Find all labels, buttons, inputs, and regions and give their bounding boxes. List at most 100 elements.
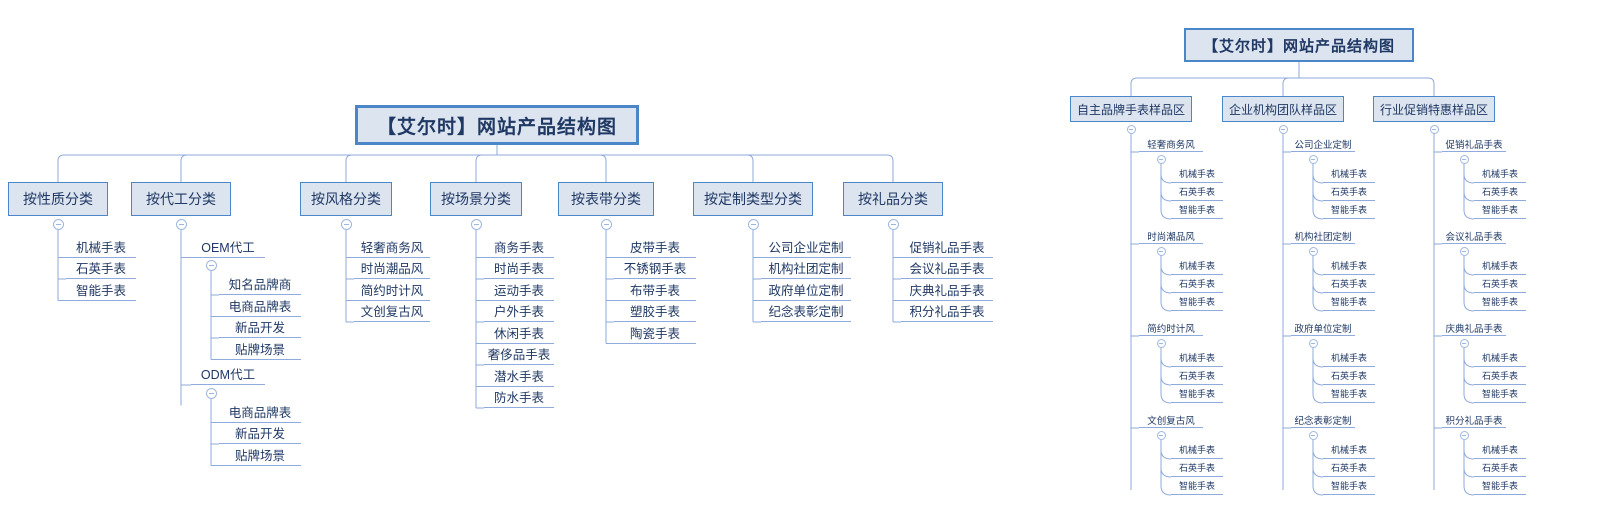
collapse-toggle-icon[interactable] <box>1126 124 1136 134</box>
subgroup-label[interactable]: 会议礼品手表 <box>1442 228 1506 244</box>
collapse-toggle-icon[interactable] <box>747 218 759 230</box>
collapse-toggle-icon[interactable] <box>1459 338 1469 348</box>
subgroup-label[interactable]: 促销礼品手表 <box>1442 136 1506 152</box>
leaf-item[interactable]: 纪念表彰定制 <box>761 301 851 322</box>
leaf-item[interactable]: 石英手表 <box>1474 459 1526 477</box>
leaf-item[interactable]: 智能手表 <box>1474 477 1526 495</box>
root-title-box-right[interactable]: 【艾尔时】网站产品结构图 <box>1184 28 1414 62</box>
subgroup-label[interactable]: 时尚潮品风 <box>1139 228 1203 244</box>
leaf-item[interactable]: 机械手表 <box>1474 257 1526 275</box>
leaf-item[interactable]: 贴牌场景 <box>219 338 301 360</box>
leaf-item[interactable]: 机械手表 <box>1474 349 1526 367</box>
leaf-item[interactable]: 机械手表 <box>1323 165 1375 183</box>
branch-box-3[interactable]: 按场景分类 <box>430 182 522 216</box>
leaf-item[interactable]: 塑胶手表 <box>614 301 696 322</box>
subgroup-label[interactable]: 简约时计风 <box>1139 320 1203 336</box>
leaf-item[interactable]: 石英手表 <box>1171 367 1223 385</box>
leaf-item[interactable]: 促销礼品手表 <box>901 236 993 258</box>
leaf-item[interactable]: 机械手表 <box>66 236 136 258</box>
collapse-toggle-icon[interactable] <box>1308 154 1318 164</box>
collapse-toggle-icon[interactable] <box>887 218 899 230</box>
leaf-item[interactable]: 石英手表 <box>1323 183 1375 201</box>
leaf-item[interactable]: 公司企业定制 <box>761 236 851 258</box>
leaf-item[interactable]: 机械手表 <box>1474 165 1526 183</box>
leaf-item[interactable]: 户外手表 <box>484 301 554 322</box>
leaf-item[interactable]: 休闲手表 <box>484 322 554 344</box>
collapse-toggle-icon[interactable] <box>1459 246 1469 256</box>
leaf-item[interactable]: 积分礼品手表 <box>901 301 993 322</box>
leaf-item[interactable]: 智能手表 <box>66 279 136 301</box>
leaf-item[interactable]: 智能手表 <box>1171 385 1223 403</box>
leaf-item[interactable]: 机械手表 <box>1474 441 1526 459</box>
leaf-item[interactable]: 贴牌场景 <box>219 444 301 466</box>
branch-box-6[interactable]: 按礼品分类 <box>843 182 943 216</box>
region-box-0[interactable]: 自主品牌手表样品区 <box>1070 96 1192 122</box>
leaf-item[interactable]: 简约时计风 <box>354 279 430 301</box>
leaf-item[interactable]: 机械手表 <box>1171 257 1223 275</box>
leaf-item[interactable]: 石英手表 <box>1323 367 1375 385</box>
collapse-toggle-icon[interactable] <box>205 387 217 399</box>
collapse-toggle-icon[interactable] <box>340 218 352 230</box>
leaf-item[interactable]: 时尚手表 <box>484 258 554 279</box>
leaf-item[interactable]: 石英手表 <box>66 258 136 279</box>
leaf-item[interactable]: 智能手表 <box>1323 201 1375 219</box>
leaf-item[interactable]: 机构社团定制 <box>761 258 851 279</box>
leaf-item[interactable]: 潜水手表 <box>484 365 554 387</box>
leaf-item[interactable]: 防水手表 <box>484 387 554 408</box>
subgroup-label[interactable]: 积分礼品手表 <box>1442 412 1506 428</box>
branch-box-0[interactable]: 按性质分类 <box>8 182 108 216</box>
leaf-item[interactable]: 石英手表 <box>1474 367 1526 385</box>
leaf-item[interactable]: 庆典礼品手表 <box>901 279 993 301</box>
branch-box-5[interactable]: 按定制类型分类 <box>693 182 813 216</box>
leaf-item[interactable]: 智能手表 <box>1474 385 1526 403</box>
subgroup-label[interactable]: 公司企业定制 <box>1291 136 1355 152</box>
leaf-item[interactable]: 不锈钢手表 <box>614 258 696 279</box>
region-box-2[interactable]: 行业促销特惠样品区 <box>1373 96 1495 122</box>
leaf-item[interactable]: 奢侈品手表 <box>484 344 554 365</box>
subgroup-label[interactable]: 政府单位定制 <box>1291 320 1355 336</box>
leaf-item[interactable]: 机械手表 <box>1323 257 1375 275</box>
leaf-item[interactable]: 皮带手表 <box>614 236 696 258</box>
subgroup-label[interactable]: 机构社团定制 <box>1291 228 1355 244</box>
collapse-toggle-icon[interactable] <box>1156 246 1166 256</box>
group-label-1[interactable]: ODM代工 <box>191 364 265 385</box>
collapse-toggle-icon[interactable] <box>1278 124 1288 134</box>
leaf-item[interactable]: 机械手表 <box>1323 349 1375 367</box>
leaf-item[interactable]: 石英手表 <box>1171 183 1223 201</box>
leaf-item[interactable]: 时尚潮品风 <box>354 258 430 279</box>
collapse-toggle-icon[interactable] <box>175 218 187 230</box>
root-title-box[interactable]: 【艾尔时】网站产品结构图 <box>355 105 639 145</box>
leaf-item[interactable]: 机械手表 <box>1171 165 1223 183</box>
subgroup-label[interactable]: 纪念表彰定制 <box>1291 412 1355 428</box>
collapse-toggle-icon[interactable] <box>600 218 612 230</box>
leaf-item[interactable]: 电商品牌表 <box>219 295 301 317</box>
leaf-item[interactable]: 石英手表 <box>1474 183 1526 201</box>
leaf-item[interactable]: 石英手表 <box>1474 275 1526 293</box>
collapse-toggle-icon[interactable] <box>1308 338 1318 348</box>
collapse-toggle-icon[interactable] <box>1156 154 1166 164</box>
leaf-item[interactable]: 石英手表 <box>1171 275 1223 293</box>
leaf-item[interactable]: 智能手表 <box>1323 385 1375 403</box>
leaf-item[interactable]: 智能手表 <box>1474 293 1526 311</box>
leaf-item[interactable]: 智能手表 <box>1474 201 1526 219</box>
branch-box-4[interactable]: 按表带分类 <box>558 182 654 216</box>
subgroup-label[interactable]: 轻奢商务风 <box>1139 136 1203 152</box>
leaf-item[interactable]: 文创复古风 <box>354 301 430 322</box>
leaf-item[interactable]: 布带手表 <box>614 279 696 301</box>
leaf-item[interactable]: 会议礼品手表 <box>901 258 993 279</box>
subgroup-label[interactable]: 文创复古风 <box>1139 412 1203 428</box>
leaf-item[interactable]: 电商品牌表 <box>219 401 301 423</box>
collapse-toggle-icon[interactable] <box>1308 430 1318 440</box>
collapse-toggle-icon[interactable] <box>470 218 482 230</box>
leaf-item[interactable]: 新品开发 <box>219 423 301 444</box>
collapse-toggle-icon[interactable] <box>1156 430 1166 440</box>
leaf-item[interactable]: 商务手表 <box>484 236 554 258</box>
subgroup-label[interactable]: 庆典礼品手表 <box>1442 320 1506 336</box>
collapse-toggle-icon[interactable] <box>1459 430 1469 440</box>
leaf-item[interactable]: 智能手表 <box>1171 477 1223 495</box>
leaf-item[interactable]: 运动手表 <box>484 279 554 301</box>
branch-box-1[interactable]: 按代工分类 <box>131 182 231 216</box>
collapse-toggle-icon[interactable] <box>1308 246 1318 256</box>
leaf-item[interactable]: 智能手表 <box>1323 293 1375 311</box>
leaf-item[interactable]: 石英手表 <box>1171 459 1223 477</box>
